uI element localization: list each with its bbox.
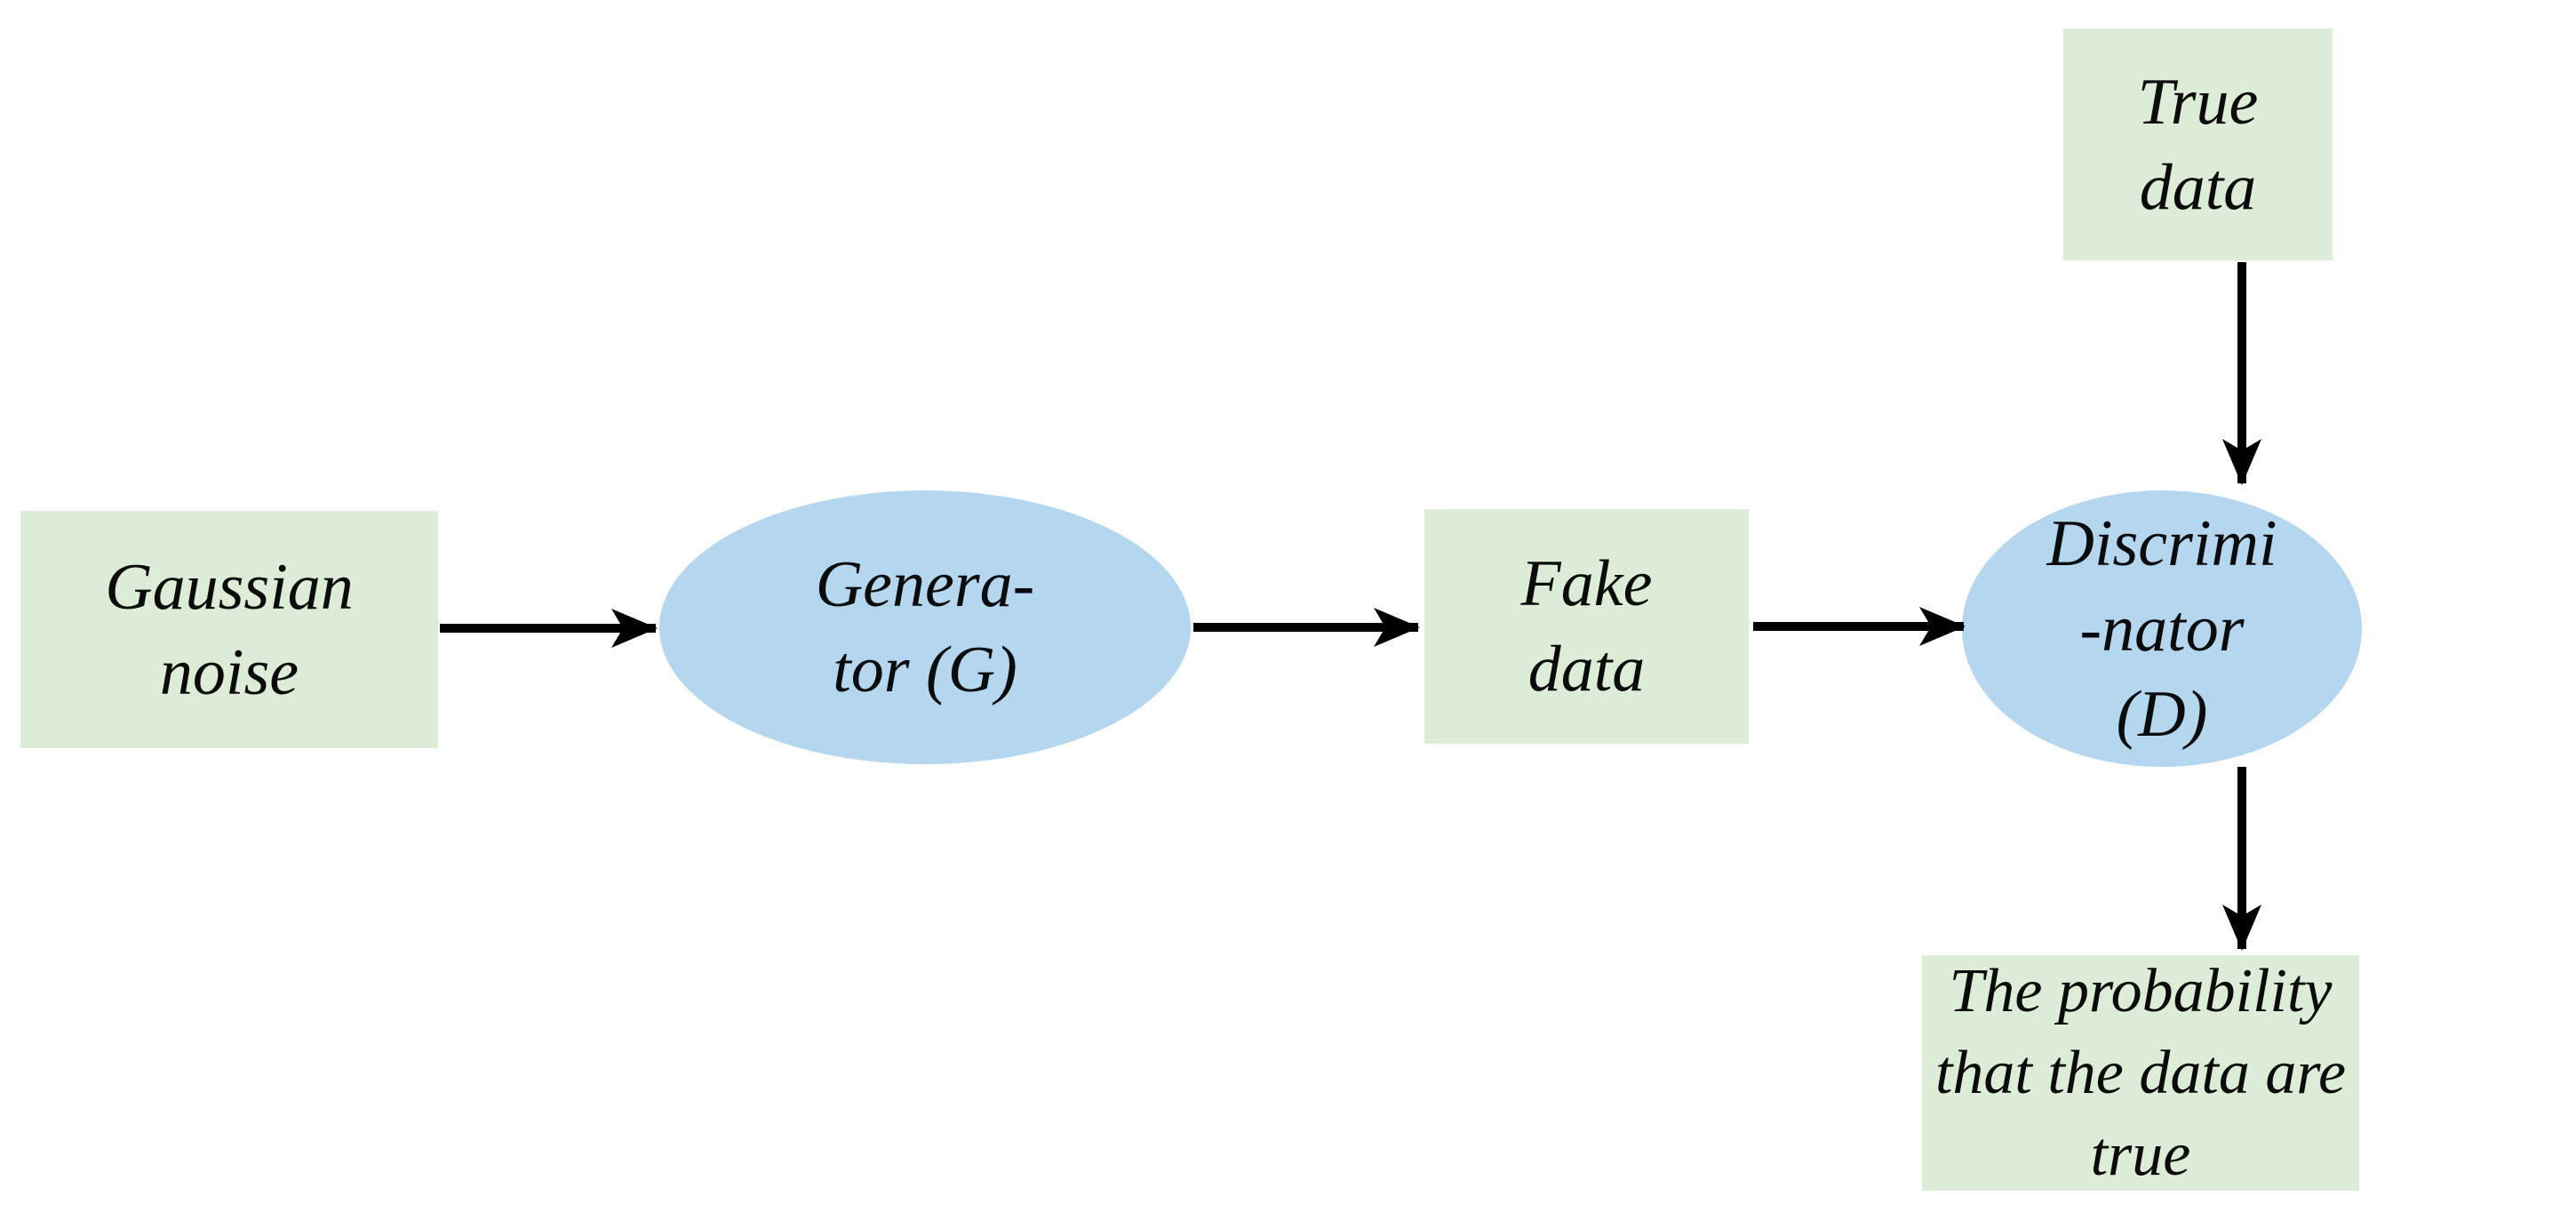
node-generator: Genera- tor (G) xyxy=(659,490,1191,764)
node-label-line: true xyxy=(2090,1120,2191,1189)
node-label-line: noise xyxy=(159,635,299,709)
node-gaussian-noise: Gaussian noise xyxy=(20,511,438,748)
node-label-line: True xyxy=(2137,65,2259,139)
node-label-line: -nator xyxy=(2079,592,2245,666)
node-discriminator: Discrimi -nator (D) xyxy=(1962,490,2362,767)
node-fake-data: Fake data xyxy=(1424,509,1749,744)
node-label-line: Fake xyxy=(1520,547,1653,620)
node-label-line: (D) xyxy=(2116,677,2208,751)
node-label-line: Genera- xyxy=(815,548,1035,621)
node-label-line: that the data are xyxy=(1934,1038,2347,1107)
node-label-line: data xyxy=(1527,633,1646,706)
node-label-line: data xyxy=(2139,150,2257,224)
node-label-line: Gaussian xyxy=(105,550,354,624)
node-true-data: True data xyxy=(2063,28,2333,260)
node-label-line: The probability xyxy=(1949,956,2333,1025)
node-output-probability: The probability that the data are true xyxy=(1922,955,2359,1191)
node-label-line: Discrimi xyxy=(2046,506,2277,580)
node-label-line: tor (G) xyxy=(833,634,1017,706)
